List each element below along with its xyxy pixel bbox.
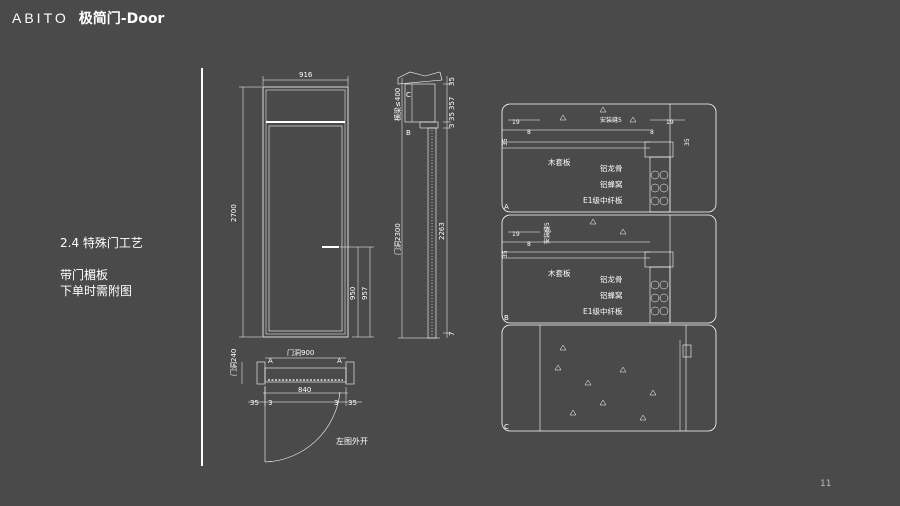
section-gap-dim: 3 — [448, 124, 456, 128]
detail-a-dim-35-right: 35 — [684, 138, 691, 146]
detail-b-marker: B — [504, 314, 509, 322]
swing-note: 左图外开 — [336, 436, 368, 446]
detail-a-dim-35: 35 — [502, 138, 509, 146]
plan-jamb-right — [345, 361, 355, 385]
detail-a-gap-note: 安装缝5 — [600, 116, 622, 124]
handle-height-1: 950 — [349, 287, 357, 300]
vertical-divider — [201, 68, 203, 466]
note-attach-drawing: 下单时需附图 — [60, 284, 133, 298]
ceiling-break — [397, 71, 443, 85]
section-leaf-height: 2263 — [438, 222, 446, 240]
door-swing-arc — [264, 391, 341, 463]
detail-a-dim-8: 8 — [527, 129, 531, 136]
section-transom-dim: 357 — [448, 97, 456, 110]
section-top-dim: 35 — [448, 77, 456, 86]
detail-b-label-mdf: E1级中纤板 — [583, 306, 623, 316]
plan-opening-width: 门洞900 — [287, 348, 314, 357]
plan-dim-right-3: 3 — [334, 399, 338, 407]
detail-a-marker: A — [504, 203, 509, 211]
page-number: 11 — [820, 479, 832, 489]
detail-b-dim-19: 19 — [512, 231, 520, 238]
section-transom-rail-dim: 35 — [448, 112, 456, 121]
detail-b-gap-note: 安装缝5 — [543, 222, 551, 244]
door-frame-inner — [265, 89, 346, 335]
section-title: 2.4 特殊门工艺 — [60, 236, 143, 250]
plan-dim-right-35: 35 — [348, 399, 357, 407]
detail-b-label-keel: 铝龙骨 — [600, 274, 623, 284]
transom-beam — [404, 83, 436, 123]
detail-a-dim-19: 19 — [512, 119, 520, 126]
plan-inner-width: 840 — [298, 386, 311, 394]
concrete-hatch — [544, 106, 657, 421]
door-frame-outline — [262, 86, 349, 338]
detail-b-label-honeycomb: 铝蜂窝 — [600, 290, 623, 300]
detail-a-label-keel: 铝龙骨 — [600, 163, 623, 173]
detail-b — [501, 214, 717, 324]
detail-a-dim-8-right: 8 — [650, 129, 654, 136]
plan-jamb-left — [256, 361, 266, 385]
detail-c-marker: C — [504, 423, 509, 431]
note-transom: 带门楣板 — [60, 268, 109, 282]
detail-b-dim-8: 8 — [527, 241, 531, 248]
marker-c: C — [406, 91, 411, 99]
detail-a-label-wood: 木套板 — [548, 157, 571, 167]
section-notes: 带门楣板 下单时需附图 — [60, 267, 132, 299]
plan-dim-left-35: 35 — [250, 399, 259, 407]
brand-logo: ABITO — [12, 10, 69, 26]
plan-frame — [264, 367, 347, 383]
plan-view — [241, 357, 362, 463]
brand-header: ABITO 极简门-Door — [12, 8, 164, 28]
detail-c — [501, 324, 717, 432]
honeycomb-pattern — [650, 170, 669, 316]
plan-marker-a-left: A — [268, 357, 273, 365]
plan-wall-depth: 门洞240 — [229, 349, 238, 376]
detail-a-dim-19-right: 19 — [666, 119, 674, 126]
door-leaf — [268, 125, 343, 332]
detail-b-label-wood: 木套板 — [548, 268, 571, 278]
door-elevation — [239, 76, 374, 338]
side-section — [397, 71, 451, 339]
detail-b-dim-35: 35 — [502, 250, 509, 258]
elevation-height-label: 2700 — [230, 204, 238, 222]
page-title: 极简门-Door — [78, 11, 165, 27]
plan-dim-left-3: 3 — [268, 399, 272, 407]
detail-a-label-honeycomb: 铝蜂窝 — [600, 179, 623, 189]
opening-height-label: 门洞2300 — [393, 223, 402, 255]
detail-a — [501, 103, 717, 213]
marker-b: B — [406, 129, 411, 137]
elevation-width-label: 916 — [299, 71, 313, 79]
plan-marker-a-right: A — [337, 357, 342, 365]
detail-a-label-mdf: E1级中纤板 — [583, 195, 623, 205]
transom-note: 横梁≤400 — [393, 88, 402, 121]
section-bottom-dim: 7 — [448, 332, 456, 336]
handle-height-2: 957 — [361, 287, 369, 300]
